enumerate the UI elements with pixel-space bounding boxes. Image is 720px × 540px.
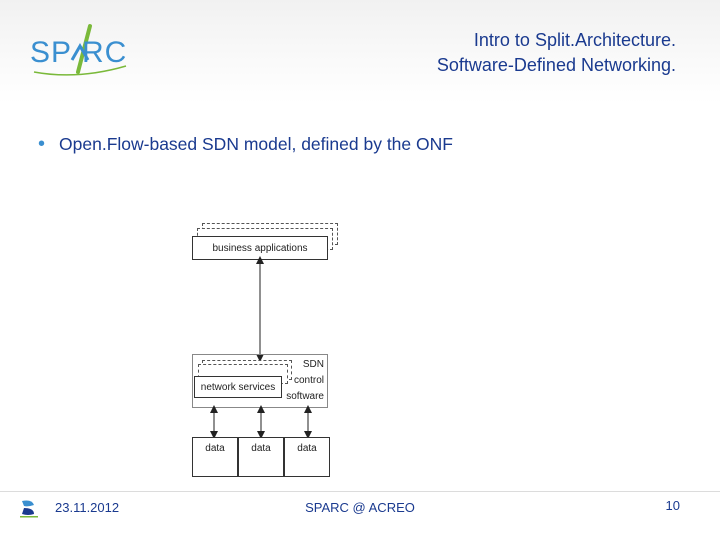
footer-logo-icon <box>20 500 38 518</box>
network-services-label: network services <box>200 381 276 393</box>
sdn-control-line1: SDN <box>302 359 324 370</box>
api-arrow <box>256 256 264 362</box>
data-box-1: data <box>192 437 238 477</box>
footer-date: 23.11.2012 <box>55 500 120 515</box>
data-box-3: data <box>284 437 330 477</box>
svg-text:SP: SP <box>30 36 72 69</box>
business-applications-label: business applications <box>212 242 308 254</box>
slide-title: Intro to Split.Architecture. Software-De… <box>256 28 676 78</box>
bullet-icon: • <box>38 133 46 155</box>
page-number: 10 <box>665 498 680 513</box>
sparc-logo: SP RC <box>30 24 127 76</box>
slide-title-line2: Software-Defined Networking. <box>436 55 676 75</box>
svg-text:RC: RC <box>82 36 127 69</box>
data-box-1-label: data <box>205 443 225 454</box>
control-arrows <box>210 405 312 439</box>
data-box-2: data <box>238 437 284 477</box>
footer-center-text: SPARC @ ACREO <box>305 500 415 515</box>
data-box-3-label: data <box>297 443 317 454</box>
header-band <box>0 0 720 104</box>
sdn-control-line3: software <box>286 391 324 402</box>
sdn-control-line2: control <box>293 375 324 386</box>
data-box-2-label: data <box>251 443 271 454</box>
sdn-control-label: SDN control software <box>270 357 324 405</box>
footer-divider <box>0 491 720 492</box>
bullet-text: Open.Flow-based SDN model, defined by th… <box>59 133 453 154</box>
bullet-item: • Open.Flow-based SDN model, defined by … <box>38 133 453 155</box>
network-services-box: network services <box>194 376 282 398</box>
slide-title-line1: Intro to Split.Architecture. <box>473 30 676 50</box>
